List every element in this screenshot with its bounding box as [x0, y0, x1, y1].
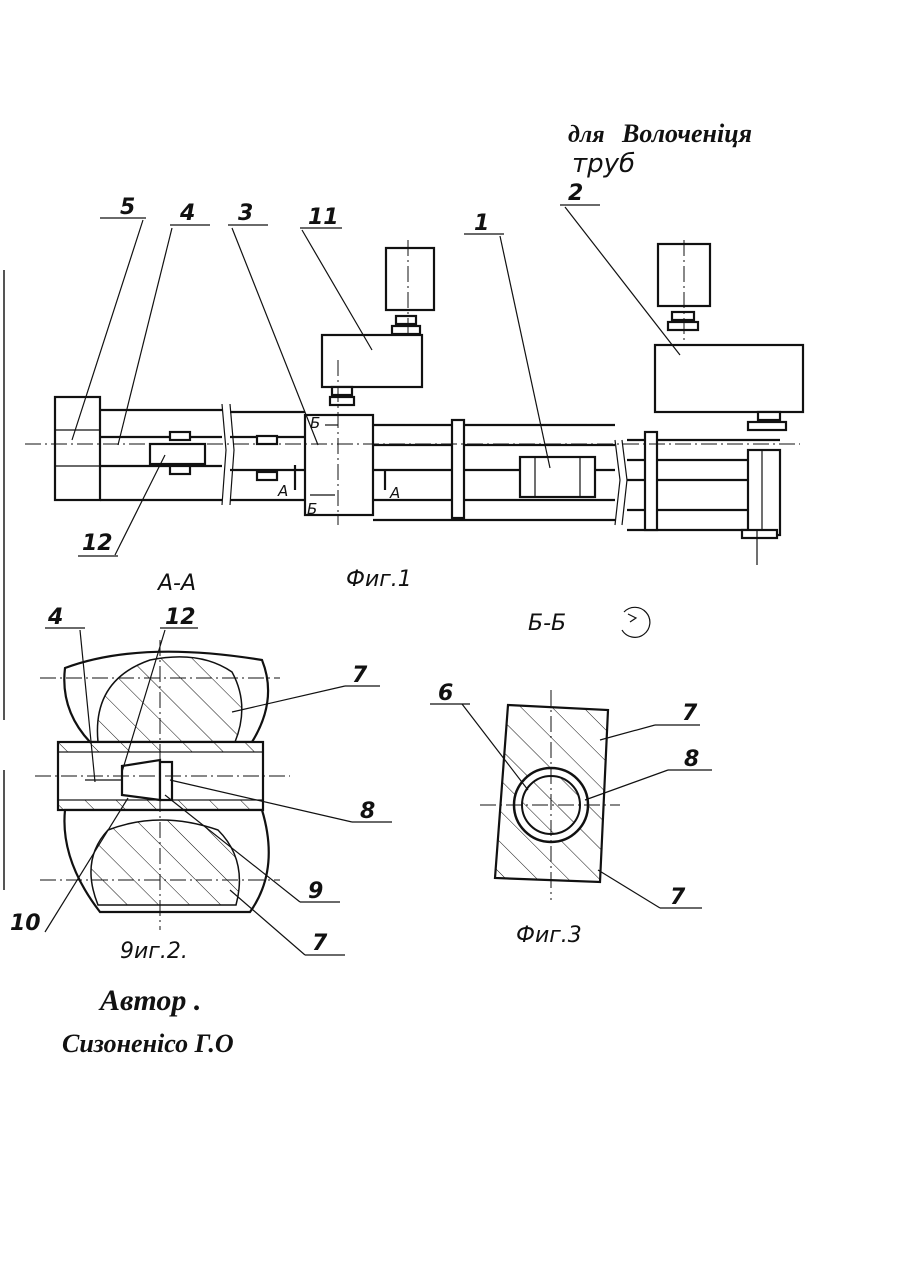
fig1-label-1: 1	[474, 211, 489, 236]
gearbox-2	[655, 345, 803, 412]
gearbox-11	[322, 335, 422, 387]
motor-11	[386, 248, 434, 310]
header-prefix: для	[568, 122, 605, 148]
fig2-label-10: 10	[10, 911, 41, 936]
fig2-caption: 9иг.2.	[120, 939, 188, 964]
fig1-label-3: 3	[238, 201, 253, 226]
fig1-label-4: 4	[179, 201, 195, 226]
fig2-label-8: 8	[360, 799, 375, 824]
fig2-drawing	[35, 628, 392, 955]
fig2-label-9: 9	[308, 879, 323, 904]
fig3-drawing	[430, 607, 712, 908]
header-subtitle: труб	[572, 149, 635, 179]
stand-5	[55, 397, 100, 500]
section-mark-a-left: А	[277, 482, 288, 500]
fig3-section-title: Б-Б	[528, 611, 566, 636]
fig1-label-11: 11	[308, 205, 339, 230]
fig2-label-7-upper: 7	[352, 663, 368, 688]
fig3-label-8: 8	[684, 747, 699, 772]
fig3-label-7-lower: 7	[670, 885, 686, 910]
author-name: Сизоненісо Г.О	[62, 1029, 234, 1058]
fig3-label-7-upper: 7	[682, 701, 698, 726]
mandrel-12	[150, 444, 205, 464]
fig2-label-12: 12	[165, 605, 196, 630]
header-title: Волоченіця	[621, 119, 752, 148]
section-mark-a-right: А	[389, 484, 400, 502]
fig1-label-5: 5	[120, 195, 135, 220]
fig1-drawing	[25, 205, 803, 565]
fig2-section-title: А-А	[156, 571, 196, 596]
fig3-label-6: 6	[438, 681, 453, 706]
fig2-label-7-lower: 7	[312, 931, 328, 956]
author-title: Автор .	[98, 984, 201, 1017]
fig1-label-2: 2	[568, 181, 583, 206]
section-mark-b-top: Б	[310, 414, 320, 432]
header: для Волоченіця труб	[568, 119, 752, 179]
fig1-label-12: 12	[82, 531, 113, 556]
fig2-label-4: 4	[47, 605, 63, 630]
fig3-caption: Фиг.3	[516, 923, 582, 948]
section-mark-b-bottom: Б	[307, 500, 317, 518]
carriage-1	[520, 457, 595, 497]
fig1-caption: Фиг.1	[346, 567, 412, 592]
plug-8	[122, 760, 160, 800]
